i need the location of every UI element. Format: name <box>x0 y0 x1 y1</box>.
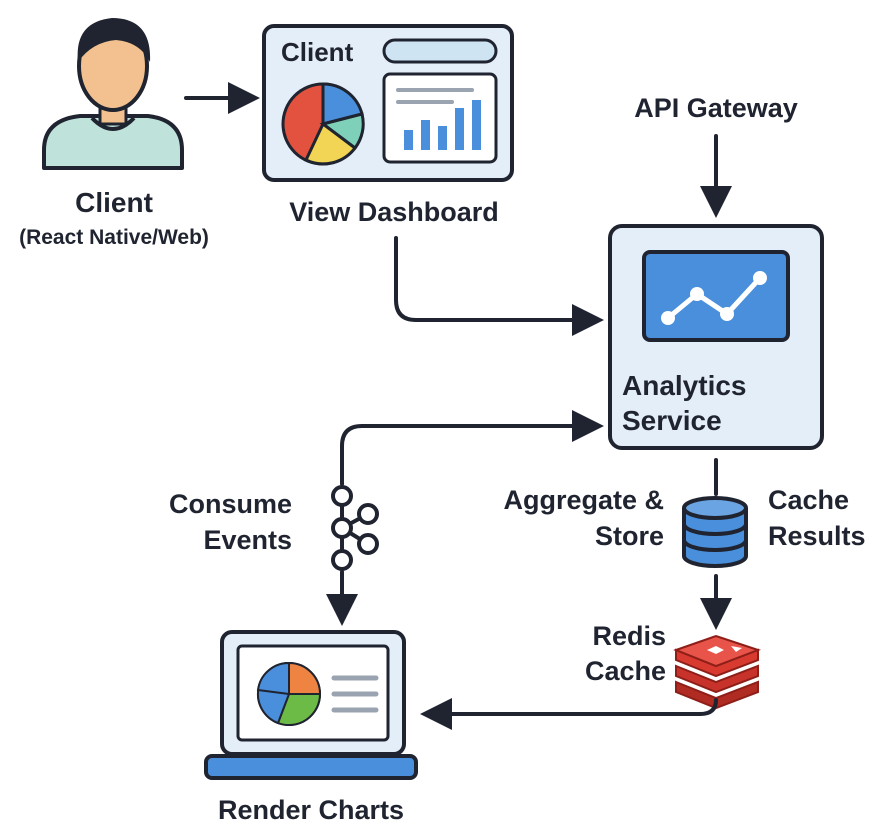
bar-chart-icon <box>382 72 498 164</box>
database-icon <box>682 496 748 568</box>
laptop-icon <box>204 630 418 780</box>
consume-events-line1: Consume <box>168 489 292 519</box>
arrow-dashboard-to-service <box>394 236 604 336</box>
aggregate-store-line1: Aggregate & <box>503 485 664 515</box>
client-title: Client <box>75 187 153 218</box>
analytics-service-line2: Service <box>622 405 722 436</box>
dashboard-caption: View Dashboard <box>289 197 499 227</box>
render-charts-label: Render Charts <box>217 795 405 825</box>
cache-results-line1: Cache <box>768 485 850 515</box>
api-gateway-label: API Gateway <box>634 93 798 123</box>
redis-cache-line2: Cache <box>584 656 666 686</box>
consume-events-line2: Events <box>203 525 292 555</box>
redis-cache-line1: Redis <box>592 621 666 651</box>
client-subtitle: (React Native/Web) <box>19 226 209 249</box>
user-icon <box>42 18 184 170</box>
analytics-service-line1: Analytics <box>622 370 747 401</box>
pie-chart-icon <box>281 82 365 166</box>
arrow-redis-to-laptop <box>420 698 718 730</box>
cache-results-line2: Results <box>768 521 866 551</box>
dashboard-header: Client <box>281 37 354 67</box>
analytics-service-node <box>608 224 824 450</box>
kafka-icon <box>331 485 379 571</box>
aggregate-store-line2: Store <box>594 521 664 551</box>
line-chart-icon <box>642 250 790 342</box>
redis-icon <box>673 634 761 710</box>
dashboard-icon <box>262 24 514 182</box>
arrow-events-to-service <box>340 410 604 486</box>
